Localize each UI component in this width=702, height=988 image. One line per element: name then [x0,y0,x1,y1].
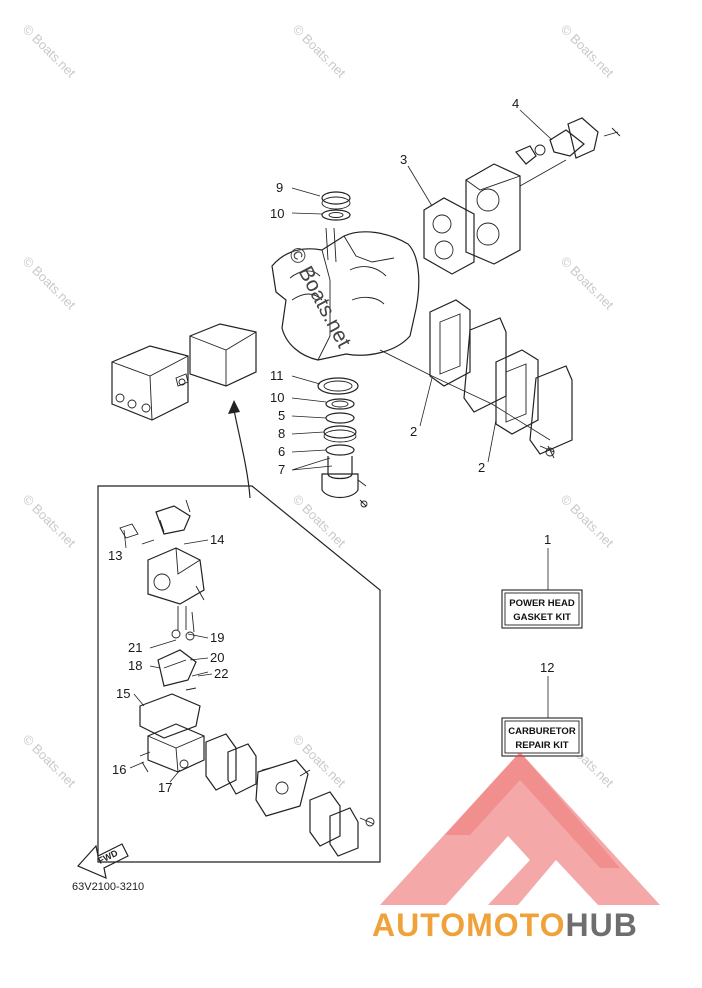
boats-net-watermark: © Boats.net [284,244,356,352]
cylinder-block [271,227,420,361]
power-head-gasket-kit: POWER HEAD GASKET KIT [501,589,583,629]
callout-2: 2 [478,460,485,475]
watermark: © Boats.net [290,22,349,81]
callout-9: 9 [276,180,283,195]
callout-13: 13 [108,548,122,563]
callout-17: 17 [158,780,172,795]
lower-bearing-stack [317,377,368,508]
watermark: © Boats.net [20,732,79,791]
callout-4: 4 [512,96,519,111]
watermarks: © Boats.net © Boats.net © Boats.net © Bo… [20,22,617,791]
float-bowl-gasket [139,693,201,739]
intake-plate-parts [205,733,375,857]
watermark: © Boats.net [20,22,79,81]
watermark: © Boats.net [290,732,349,791]
callout-8: 8 [278,426,285,441]
diagram-code: 63V2100-3210 [72,881,144,893]
watermark: © Boats.net [558,492,617,551]
callout-22: 22 [214,666,228,681]
pointer-arrowhead [228,400,240,414]
kit-label-line2: GASKET KIT [513,612,571,623]
float-bowl [139,723,205,773]
exhaust-gaskets [423,163,521,275]
callout-7: 7 [278,462,285,477]
callout-2: 2 [410,424,417,439]
callout-1: 1 [544,532,551,547]
callout-3: 3 [400,152,407,167]
callout-18: 18 [128,658,142,673]
kit-label-line1: CARBURETOR [508,726,576,737]
watermark: © Boats.net [290,492,349,551]
watermark: © Boats.net [558,22,617,81]
intake-gaskets [429,299,573,459]
callout-14: 14 [210,532,224,547]
callout-15: 15 [116,686,130,701]
callout-12: 12 [540,660,554,675]
watermark: © Boats.net [20,254,79,313]
callout-leaders [123,109,553,783]
watermark: © Boats.net [558,254,617,313]
carburetor-frame [97,485,381,863]
thermostat-parts [515,117,621,187]
callout-19: 19 [210,630,224,645]
callout-10: 10 [270,206,284,221]
cylinder-head-cover [111,323,257,421]
automotohub-logo-mark [380,752,660,905]
float-assembly [157,649,209,691]
brand-part-2: HUB [565,907,637,943]
callout-6: 6 [278,444,285,459]
kit-label-line2: REPAIR KIT [515,740,568,751]
pointer-arrow [233,409,251,499]
callout-16: 16 [112,762,126,777]
top-seal-stack [321,191,351,221]
callout-20: 20 [210,650,224,665]
kit-label-line1: POWER HEAD [509,598,575,609]
brand-part-1: AUTOMOTO [372,907,565,943]
callout-5: 5 [278,408,285,423]
automotohub-wordmark: AUTOMOTOHUB [372,907,638,943]
callout-10: 10 [270,390,284,405]
carburetor-body [119,499,205,641]
fwd-label: FWD [96,848,119,866]
watermark: © Boats.net [20,492,79,551]
callout-numbers: 9 10 3 4 11 10 5 8 6 7 2 2 13 14 21 19 2… [108,96,554,795]
callout-21: 21 [128,640,142,655]
forward-arrow: FWD [76,843,129,880]
carburetor-repair-kit: CARBURETOR REPAIR KIT [501,717,583,757]
callout-11: 11 [270,368,284,383]
